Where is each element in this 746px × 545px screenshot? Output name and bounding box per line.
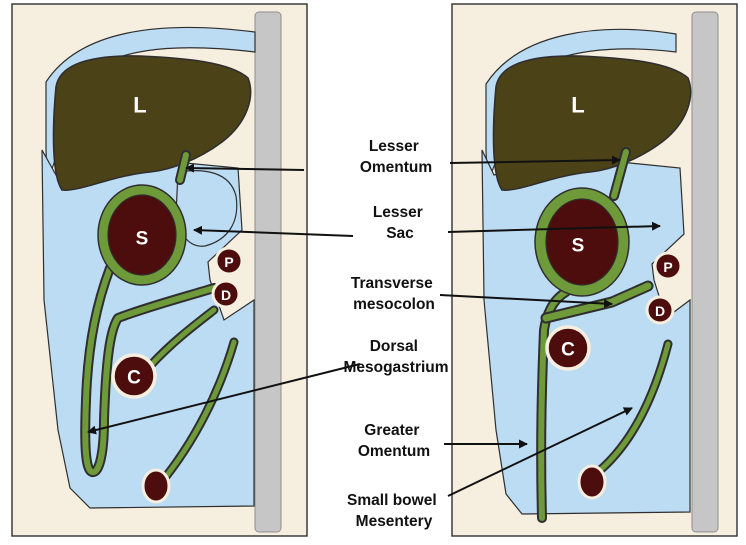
label-lesser-sac-line2: Sac bbox=[386, 225, 414, 242]
left-spine bbox=[255, 12, 281, 532]
left-duodenum-letter: D bbox=[221, 287, 231, 303]
label-greater-omentum: Greater Omentum bbox=[358, 422, 430, 460]
label-dorsal-mesogastrium-line2: Mesogastrium bbox=[343, 359, 448, 376]
label-lesser-sac: Lesser Sac bbox=[373, 204, 427, 242]
right-duodenum-letter: D bbox=[655, 303, 665, 319]
left-panel: L S P D C bbox=[12, 4, 307, 536]
right-liver-letter: L bbox=[571, 93, 584, 118]
labels: Lesser Omentum Lesser Sac Transverse mes… bbox=[343, 138, 448, 530]
left-colon-letter: C bbox=[127, 368, 141, 389]
right-small-bowel bbox=[579, 466, 605, 498]
label-small-bowel-mesentery-line1: Small bowel bbox=[347, 492, 437, 509]
label-dorsal-mesogastrium: Dorsal Mesogastrium bbox=[343, 338, 448, 376]
label-transverse-mesocolon: Transverse mesocolon bbox=[351, 275, 437, 313]
left-pancreas-letter: P bbox=[224, 254, 233, 270]
label-greater-omentum-line2: Omentum bbox=[358, 443, 430, 460]
label-greater-omentum-line1: Greater bbox=[364, 422, 419, 439]
right-panel: L S P D C bbox=[452, 4, 737, 536]
label-transverse-mesocolon-line2: mesocolon bbox=[353, 296, 435, 313]
label-lesser-sac-line1: Lesser bbox=[373, 204, 423, 221]
left-small-bowel bbox=[143, 470, 169, 502]
label-dorsal-mesogastrium-line1: Dorsal bbox=[370, 338, 418, 355]
right-spine bbox=[692, 12, 718, 532]
label-lesser-omentum-line1: Lesser bbox=[369, 138, 419, 155]
left-liver-letter: L bbox=[133, 93, 146, 118]
right-stomach-letter: S bbox=[572, 236, 585, 257]
right-colon-letter: C bbox=[561, 340, 575, 361]
label-small-bowel-mesentery-line2: Mesentery bbox=[356, 513, 433, 530]
label-transverse-mesocolon-line1: Transverse bbox=[351, 275, 433, 292]
label-small-bowel-mesentery: Small bowel Mesentery bbox=[347, 492, 441, 530]
label-lesser-omentum: Lesser Omentum bbox=[360, 138, 432, 176]
label-lesser-omentum-line2: Omentum bbox=[360, 159, 432, 176]
left-stomach-letter: S bbox=[136, 229, 149, 250]
right-pancreas-letter: P bbox=[663, 259, 672, 275]
